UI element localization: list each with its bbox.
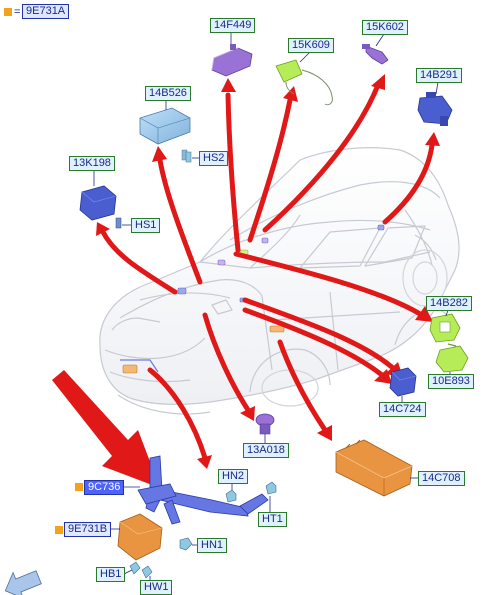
label-HB1[interactable]: HB1 <box>96 567 126 582</box>
fasteners-icon <box>129 151 277 579</box>
module-15K602-icon <box>362 44 389 65</box>
label-HS2[interactable]: HS2 <box>199 151 229 166</box>
label-9E731B[interactable]: 9E731B <box>64 522 112 537</box>
label-HS1[interactable]: HS1 <box>131 218 161 233</box>
module-14B291-icon <box>417 92 453 126</box>
label-13K198[interactable]: 13K198 <box>69 156 115 171</box>
module-14C708-icon <box>335 439 413 497</box>
module-10E893-icon <box>435 343 469 373</box>
label-15K609[interactable]: 15K609 <box>288 38 334 53</box>
large-pointer-arrow <box>52 370 160 488</box>
label-HW1[interactable]: HW1 <box>140 580 173 595</box>
header-equals: = <box>14 6 21 18</box>
module-13K198-icon <box>79 185 122 229</box>
module-14B526-icon <box>139 107 191 161</box>
label-HN2[interactable]: HN2 <box>218 469 249 484</box>
label-14F449[interactable]: 14F449 <box>210 18 256 33</box>
label-10E893[interactable]: 10E893 <box>428 374 474 389</box>
module-14F449-icon <box>211 44 253 77</box>
module-13A018-icon <box>255 413 275 435</box>
label-14C724[interactable]: 14C724 <box>379 402 426 417</box>
header-code-label[interactable]: 9E731A <box>22 4 70 19</box>
module-9E731B-icon <box>117 513 163 561</box>
marker-9E731B <box>55 526 63 534</box>
pointer-arrows <box>100 82 435 461</box>
back-arrow-icon[interactable] <box>0 564 44 595</box>
label-15K602[interactable]: 15K602 <box>362 20 408 35</box>
label-14B526[interactable]: 14B526 <box>145 86 191 101</box>
bracket-9C736-icon <box>137 455 269 525</box>
label-HT1[interactable]: HT1 <box>258 512 287 527</box>
header-marker <box>4 8 12 16</box>
label-14B282[interactable]: 14B282 <box>426 296 472 311</box>
marker-9C736 <box>75 483 83 491</box>
in-vehicle-component-markers <box>120 224 385 374</box>
module-14C724-icon <box>389 367 417 397</box>
label-13A018[interactable]: 13A018 <box>243 443 289 458</box>
module-14B282-icon <box>429 313 461 343</box>
vehicle-outline <box>99 147 460 415</box>
label-14B291[interactable]: 14B291 <box>416 68 462 83</box>
label-HN1[interactable]: HN1 <box>197 538 228 553</box>
label-9C736[interactable]: 9C736 <box>84 480 125 495</box>
module-15K609-icon <box>275 59 333 106</box>
label-14C708[interactable]: 14C708 <box>418 471 465 486</box>
